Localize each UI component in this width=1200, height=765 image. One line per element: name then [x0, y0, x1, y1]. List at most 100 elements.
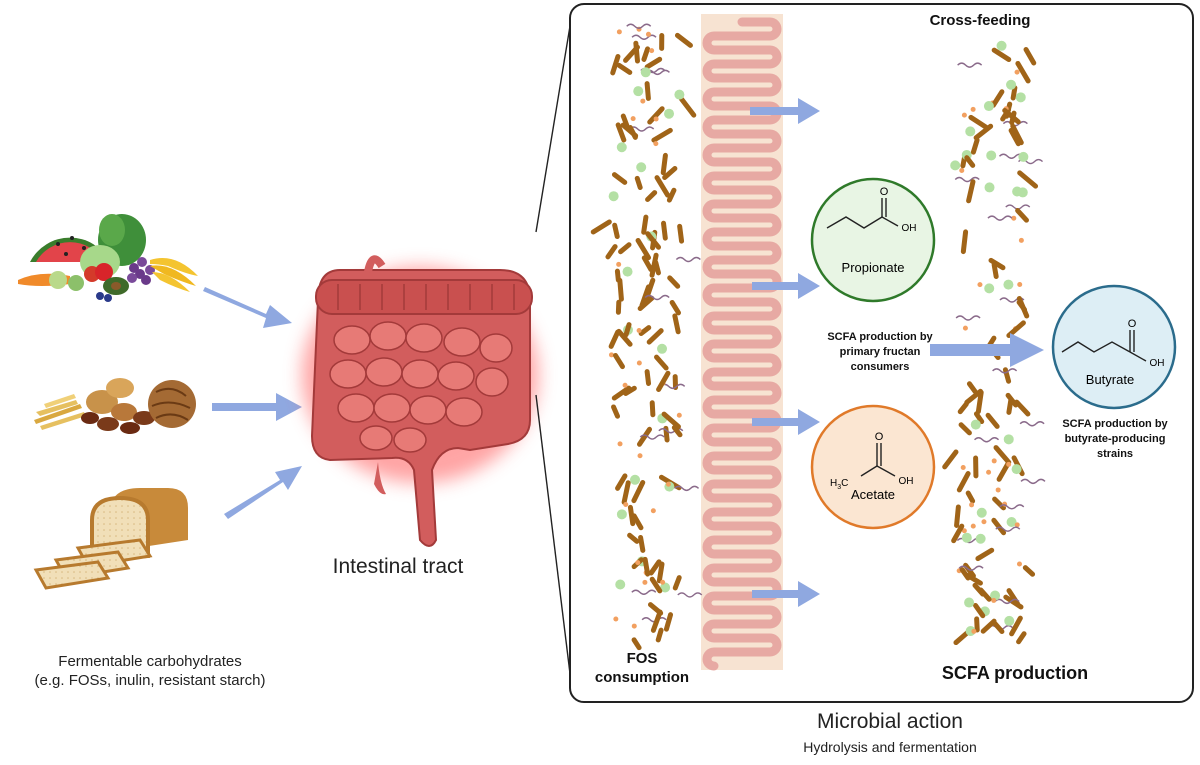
- flagellated-bacterium: [1019, 421, 1045, 427]
- rod-bacterium: [1006, 588, 1020, 606]
- nuts-grains-icon: [34, 378, 196, 434]
- rod-bacterium: [649, 576, 663, 594]
- rod-bacterium: [612, 352, 625, 370]
- rod-bacterium: [951, 523, 965, 544]
- flagellated-bacterium: [994, 598, 1020, 605]
- orange-coccus: [636, 328, 642, 334]
- rod-bacterium: [649, 400, 656, 418]
- orange-coccus: [649, 48, 655, 54]
- orange-coccus: [970, 106, 976, 112]
- rod-bacterium: [993, 445, 1011, 464]
- green-coccus: [630, 474, 641, 485]
- orange-coccus: [637, 453, 643, 459]
- rod-bacterium: [641, 255, 654, 272]
- rod-bacterium: [1006, 397, 1014, 415]
- rod-bacterium: [990, 89, 1005, 108]
- rod-bacterium: [631, 637, 642, 651]
- rod-bacterium: [627, 125, 638, 140]
- food-to-gut-arrows: [203, 287, 302, 519]
- acetate-label: Acetate: [851, 487, 895, 502]
- rod-bacterium: [610, 53, 621, 76]
- rod-bacterium: [618, 242, 632, 255]
- rod-bacterium: [644, 369, 652, 386]
- rod-bacterium: [1002, 367, 1012, 384]
- rod-bacterium: [590, 219, 612, 235]
- rod-bacterium: [980, 618, 997, 634]
- rod-bacterium: [611, 385, 632, 401]
- rod-bacterium: [645, 190, 658, 203]
- orange-coccus: [631, 623, 637, 629]
- orange-coccus: [995, 487, 1001, 493]
- green-coccus: [983, 101, 994, 112]
- rod-bacterium: [1015, 208, 1029, 223]
- green-coccus: [633, 86, 644, 97]
- green-coccus: [976, 507, 987, 518]
- rod-bacterium: [1003, 594, 1024, 610]
- rod-bacterium: [988, 257, 1006, 271]
- rod-bacterium: [985, 412, 1000, 429]
- orange-coccus: [653, 141, 659, 147]
- fos-consumption-caption: FOS consumption: [572, 649, 712, 687]
- green-coccus: [616, 509, 627, 520]
- rod-bacterium: [623, 44, 640, 63]
- arrow-1: [750, 98, 820, 124]
- rod-bacterium: [660, 152, 668, 176]
- primary-caption-line1: SCFA production by: [827, 331, 933, 343]
- green-coccus: [1015, 92, 1026, 103]
- orange-coccus: [640, 98, 646, 104]
- rod-bacterium: [661, 220, 668, 241]
- rod-bacterium: [992, 621, 1005, 635]
- rod-bacterium: [964, 388, 983, 405]
- orange-coccus: [961, 528, 967, 534]
- fruits-vegetables-icon: [18, 214, 198, 302]
- propionate-atom-o: O: [880, 186, 889, 198]
- rod-bacterium: [656, 370, 671, 392]
- green-coccus: [965, 126, 976, 137]
- rod-bacterium: [612, 222, 620, 240]
- primary-caption-line3: consumers: [850, 361, 910, 373]
- green-coccus: [970, 419, 981, 430]
- rod-bacterium: [991, 47, 1012, 63]
- orange-coccus: [608, 352, 614, 358]
- arrow-4: [752, 581, 820, 607]
- orange-coccus: [650, 508, 656, 514]
- flagellated-bacterium: [974, 437, 1000, 443]
- green-coccus: [964, 597, 975, 608]
- green-coccus: [984, 283, 995, 294]
- acetate-molecule: O OH H3C Acetate: [810, 404, 936, 530]
- flagellated-bacterium: [957, 62, 983, 68]
- butyrate-caption-line3: strains: [1096, 448, 1134, 460]
- butyrate-label: Butyrate: [1086, 372, 1134, 387]
- green-coccus: [1006, 516, 1017, 527]
- villi-output-arrows: [750, 98, 1044, 607]
- fos-caption-line1: FOS: [626, 650, 658, 667]
- green-coccus: [986, 150, 997, 161]
- orange-coccus: [642, 579, 648, 585]
- nuts-arrow: [212, 393, 302, 421]
- green-coccus: [950, 160, 961, 171]
- green-coccus: [640, 67, 651, 78]
- rod-bacterium: [623, 322, 632, 338]
- orange-coccus: [981, 519, 987, 525]
- rod-bacterium: [965, 490, 976, 504]
- rod-bacterium: [639, 284, 651, 309]
- rod-bacterium: [966, 179, 976, 204]
- rod-bacterium: [1002, 107, 1021, 125]
- rod-bacterium: [635, 237, 652, 261]
- orange-coccus: [616, 29, 622, 35]
- rod-bacterium: [620, 113, 630, 129]
- rod-bacterium: [638, 325, 652, 336]
- rod-bacterium: [669, 299, 682, 316]
- propionate-molecule: O OH Propionate: [810, 177, 936, 303]
- flagellated-bacterium: [999, 504, 1025, 510]
- rod-bacterium: [671, 425, 683, 438]
- orange-coccus: [660, 579, 666, 585]
- scfa-production-caption: SCFA production: [941, 663, 1089, 683]
- rod-bacterium: [991, 517, 1007, 536]
- rod-bacterium: [631, 513, 644, 531]
- rod-bacterium: [1023, 47, 1037, 66]
- orange-coccus: [1006, 461, 1012, 467]
- rod-bacterium: [966, 381, 978, 395]
- butyrate-caption-line1: SCFA production by: [1062, 418, 1168, 430]
- green-coccus: [622, 266, 633, 277]
